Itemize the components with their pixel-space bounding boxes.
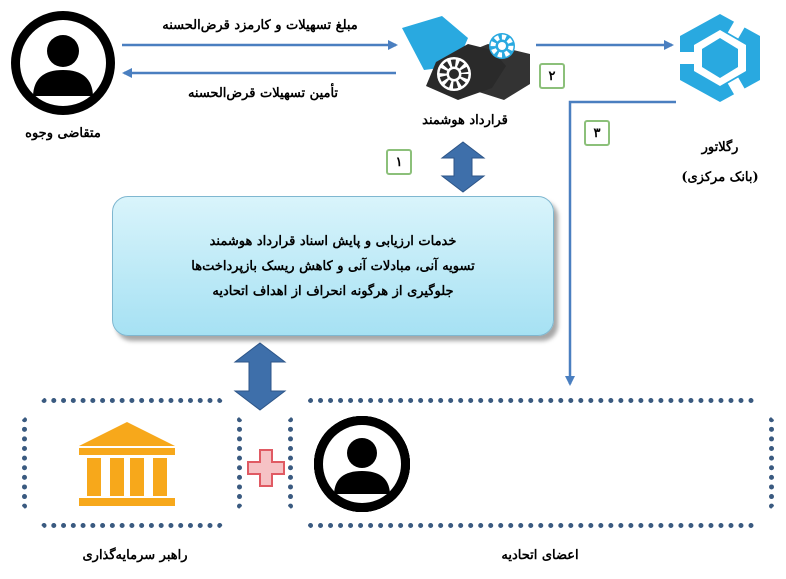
step-1-badge: ۱ [386, 149, 412, 175]
investment-leader-label: راهبر سرمایه‌گذاری [82, 548, 188, 563]
applicant-user-icon [11, 11, 115, 115]
central-bank-logo-icon [678, 14, 760, 102]
arrow-label-bottom: تأمین تسهیلات قرض‌الحسنه [187, 86, 339, 101]
regulator-label: رگلاتور [701, 140, 739, 155]
step-2-badge: ۲ [539, 63, 565, 89]
step-3-badge: ۳ [584, 120, 610, 146]
smart-contract-handshake-gear-icon [402, 16, 530, 100]
applicant-label: متقاضی وجوه [25, 126, 101, 141]
member-user-icon [314, 416, 410, 512]
union-members-label: اعضای اتحادیه [501, 548, 579, 563]
services-box: خدمات ارزیابی و پایش اسناد قرارداد هوشمن… [112, 196, 554, 336]
double-arrow-services-leader [233, 342, 287, 411]
plus-icon [247, 449, 285, 487]
regulator-sublabel: (بانک مرکزی) [681, 170, 759, 185]
union-members-frame [288, 398, 774, 528]
arrow-regulator-to-union [565, 100, 676, 386]
service-line-2: تسویه آنی، مبادلات آنی و کاهش ریسک بازپر… [191, 258, 475, 274]
service-line-3: جلوگیری از هرگونه انحراف از اهداف اتحادی… [212, 283, 454, 299]
investment-leader-frame [22, 398, 242, 528]
arrow-label-top: مبلغ تسهیلات و کارمزد قرض‌الحسنه [162, 18, 358, 33]
bank-building-icon [79, 422, 175, 506]
service-line-1: خدمات ارزیابی و پایش اسناد قرارداد هوشمن… [209, 233, 457, 249]
smart-contract-label: قرارداد هوشمند [422, 113, 508, 128]
union-members-row [312, 414, 762, 514]
double-arrow-contract-services [440, 141, 486, 193]
